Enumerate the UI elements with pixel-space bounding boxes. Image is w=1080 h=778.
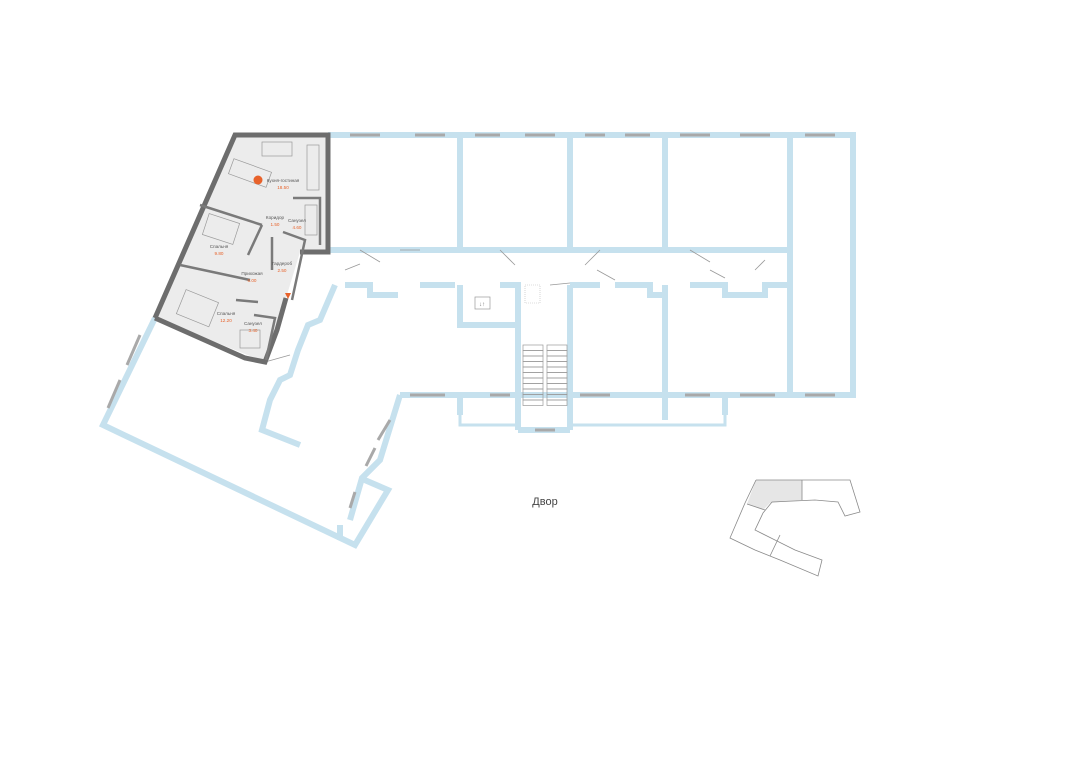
svg-text:↓↑: ↓↑ — [479, 302, 485, 308]
room-label: Гардероб 2.50 — [272, 261, 293, 273]
accessibility-lift — [524, 284, 541, 304]
room-name: Гардероб — [272, 261, 293, 266]
fireplace-icon — [253, 175, 263, 185]
room-label: Кухня-гостиная 18.50 — [267, 178, 300, 190]
room-label: Коридор 1.50 — [266, 215, 285, 227]
entrance-marker-icon — [285, 293, 291, 299]
stair-step — [522, 350, 544, 357]
staircase — [522, 344, 568, 406]
room-name: Прихожая — [241, 271, 263, 276]
doors — [264, 249, 766, 363]
stair-step — [522, 361, 544, 368]
stair-step — [522, 372, 544, 379]
furniture — [175, 141, 320, 349]
stair-step — [522, 399, 544, 406]
room-area: 9.80 — [215, 251, 224, 256]
room-area: 12.20 — [220, 318, 232, 323]
room-label: Спальня 9.80 — [210, 244, 229, 256]
room-name: Санузел — [244, 321, 262, 326]
room-area: 1.50 — [271, 222, 280, 227]
room-name: Спальня — [210, 244, 229, 249]
stair-step — [546, 344, 568, 351]
building-walls — [98, 132, 856, 549]
room-area: 3.40 — [249, 328, 258, 333]
stair-step — [522, 355, 544, 362]
room-label: Санузел 3.40 — [244, 321, 262, 333]
room-name: Кухня-гостиная — [267, 178, 300, 183]
apartment: Кухня-гостиная18.50Коридор1.50Санузел4.6… — [152, 132, 331, 365]
stair-step — [546, 355, 568, 362]
room-label: Санузел 4.60 — [288, 218, 306, 230]
apartment-floor — [155, 135, 328, 362]
stair-step — [546, 361, 568, 368]
elevator: ↓↑ — [474, 296, 491, 310]
stair-step — [522, 377, 544, 384]
stair-step — [546, 366, 568, 373]
room-area: 18.50 — [277, 185, 289, 190]
room-name: Санузел — [288, 218, 306, 223]
stair-step — [522, 344, 544, 351]
yard-label: Двор — [532, 496, 557, 508]
room-label: Спальня 12.20 — [217, 311, 236, 323]
room-area: 2.50 — [278, 268, 287, 273]
stair-step — [546, 372, 568, 379]
room-name: Спальня — [217, 311, 236, 316]
windows — [106, 133, 835, 509]
room-area: 4.60 — [293, 225, 302, 230]
room-label: Прихожая 6.00 — [241, 271, 263, 283]
room-area: 6.00 — [248, 278, 257, 283]
key-plan-highlight — [747, 480, 802, 510]
stair-step — [546, 350, 568, 357]
stair-step — [522, 366, 544, 373]
room-name: Коридор — [266, 215, 285, 220]
stair-step — [546, 399, 568, 406]
stair-step — [546, 383, 568, 390]
stair-step — [522, 383, 544, 390]
key-plan — [729, 479, 861, 577]
stair-step — [546, 377, 568, 384]
